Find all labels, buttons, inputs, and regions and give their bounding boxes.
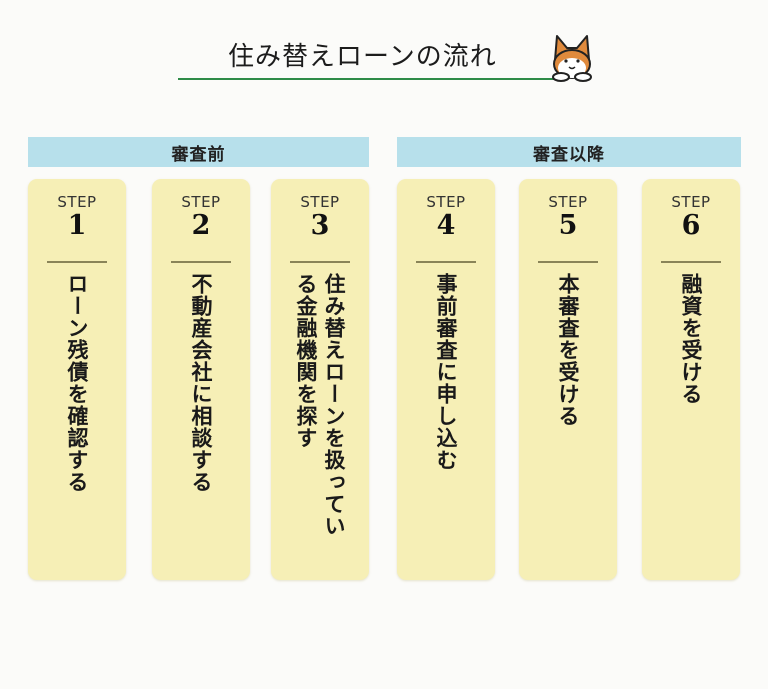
step-description: 事前審査に申し込む xyxy=(434,273,458,471)
page-title: 住み替えローンの流れ xyxy=(228,42,497,72)
step-divider xyxy=(47,261,107,263)
phase-band-pre-review: 審査前 xyxy=(28,137,369,167)
step-label: STEP xyxy=(548,193,588,211)
step-number: 4 xyxy=(436,210,456,241)
step-description: 本審査を受ける xyxy=(556,273,580,427)
step-description: ローン残債を確認する xyxy=(65,273,89,493)
step-card-6: STEP 6 融資を受ける xyxy=(642,179,740,580)
step-divider xyxy=(290,261,350,263)
step-label: STEP xyxy=(300,193,340,211)
step-description: 住み替えローンを扱っている金融機関を探す xyxy=(294,273,346,537)
flow-header: 住み替えローンの流れ xyxy=(178,28,598,82)
step-label: STEP xyxy=(671,193,711,211)
phase-label: 審査以降 xyxy=(533,144,605,165)
step-label: STEP xyxy=(57,193,97,211)
step-description: 融資を受ける xyxy=(679,273,703,405)
phase-label: 審査前 xyxy=(171,144,226,165)
step-label: STEP xyxy=(181,193,221,211)
title-underline xyxy=(178,78,556,80)
step-label: STEP xyxy=(426,193,466,211)
step-description: 不動産会社に相談する xyxy=(189,273,213,493)
step-card-3: STEP 3 住み替えローンを扱っている金融機関を探す xyxy=(271,179,369,580)
step-divider xyxy=(171,261,231,263)
step-card-5: STEP 5 本審査を受ける xyxy=(519,179,617,580)
step-number: 6 xyxy=(681,210,701,241)
step-divider xyxy=(661,261,721,263)
step-divider xyxy=(538,261,598,263)
step-number: 5 xyxy=(558,210,578,241)
phase-band-post-review: 審査以降 xyxy=(397,137,741,167)
step-card-4: STEP 4 事前審査に申し込む xyxy=(397,179,495,580)
step-card-2: STEP 2 不動産会社に相談する xyxy=(152,179,250,580)
step-number: 2 xyxy=(191,210,211,241)
step-number: 3 xyxy=(310,210,330,241)
shiba-dog-icon xyxy=(552,35,592,82)
step-number: 1 xyxy=(67,210,87,241)
step-card-1: STEP 1 ローン残債を確認する xyxy=(28,179,126,580)
step-divider xyxy=(416,261,476,263)
